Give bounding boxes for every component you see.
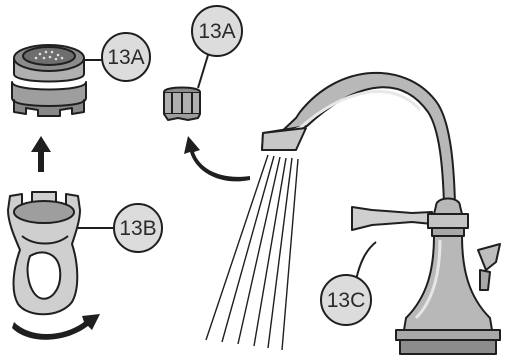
arrow-up: [31, 136, 51, 172]
callout-13a-right-label: 13A: [198, 20, 235, 43]
arrow-to-insert: [184, 136, 250, 182]
faucet-spout-tip: [261, 127, 307, 151]
aerator-insert: [163, 86, 201, 121]
callout-13c-label: 13C: [327, 289, 366, 312]
arrow-rotate-key: [12, 314, 100, 340]
callout-13b-label: 13B: [119, 217, 156, 240]
callout-13a-left-label: 13A: [107, 46, 144, 69]
aerator-key-tool: [7, 191, 81, 316]
faucet-handle: [351, 206, 433, 231]
callout-13a-right: 13A: [191, 5, 243, 89]
callout-13c: 13C: [320, 241, 377, 326]
aerator-assembly: [11, 44, 87, 117]
faucet: [261, 72, 501, 355]
callout-13b: 13B: [78, 203, 163, 253]
callout-13a-left: 13A: [84, 32, 151, 82]
water-stream: [205, 154, 299, 351]
